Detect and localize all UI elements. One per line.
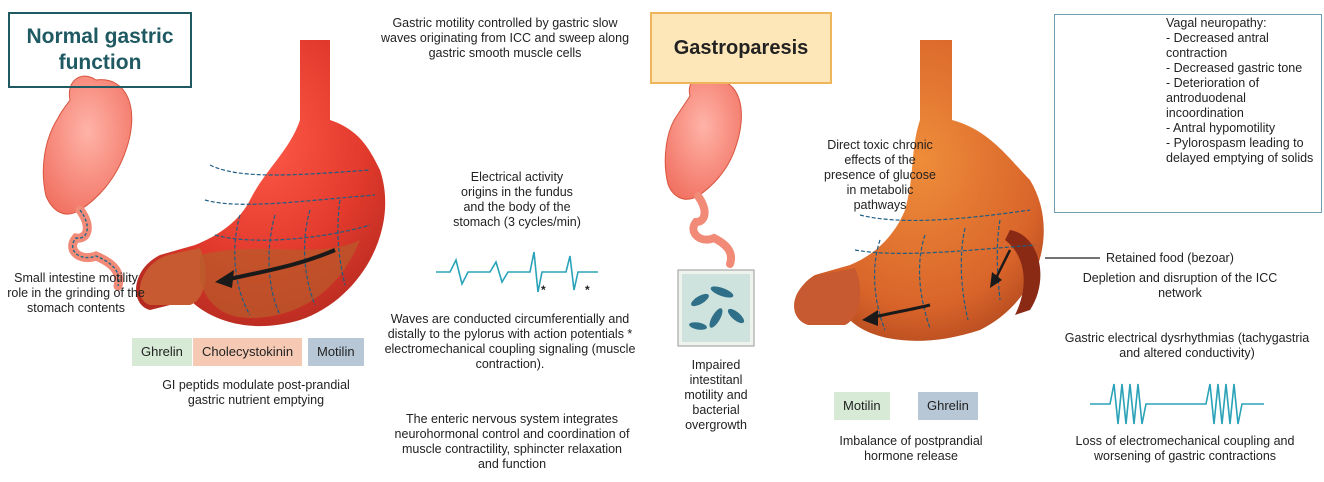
small-intestine-motility-text: Small intestine motility role in the gri… [6,271,146,316]
wave-asterisk-1: * [541,283,546,297]
enteric-nervous-system-text: The enteric nervous system integrates ne… [390,412,634,472]
small-stomach-illustration-left [43,76,131,286]
gi-peptids-text: GI peptids modulate post-prandial gastri… [156,378,356,408]
ghrelin-badge-left: Ghrelin [132,338,192,366]
small-stomach-illustration-right [665,77,741,264]
icc-depletion-text: Depletion and disruption of the ICC netw… [1080,271,1280,301]
ghrelin-badge-right: Ghrelin [918,392,978,420]
electrical-dysrhythmias-text: Gastric electrical dysrhythmias (tachyga… [1056,331,1318,361]
normal-gastric-function-title: Normal gastric function [8,12,192,88]
gastric-motility-text: Gastric motility controlled by gastric s… [380,16,630,61]
impaired-motility-text: Impaired intestitanl motility and bacter… [670,358,762,433]
hormone-imbalance-text: Imbalance of postprandial hormone releas… [826,434,996,464]
motilin-badge-right: Motilin [834,392,890,420]
electromechanical-coupling-loss-text: Loss of electromechanical coupling and w… [1046,434,1324,464]
vagal-neuropathy-text: Vagal neuropathy: - Decreased antral con… [1166,16,1324,166]
direct-toxic-effects-text: Direct toxic chronic effects of the pres… [820,138,940,213]
bacteria-image [678,270,754,346]
cholecystokinin-badge: Cholecystokinin [193,338,302,366]
vagal-neuropathy-title: Vagal neuropathy: [1166,16,1267,30]
electrical-activity-text: Electrical activity origins in the fundu… [452,170,582,230]
vagal-neuropathy-items: - Decreased antral contraction - Decreas… [1166,31,1313,165]
dysrhythmia-wave-trace [1090,384,1264,424]
retained-food-text: Retained food (bezoar) [1106,251,1266,266]
normal-slow-wave-trace [436,252,598,292]
wave-asterisk-2: * [585,283,590,297]
gastroparesis-title: Gastroparesis [650,12,832,84]
motilin-badge-left: Motilin [308,338,364,366]
waves-conducted-text: Waves are conducted circumferentially an… [376,312,644,372]
